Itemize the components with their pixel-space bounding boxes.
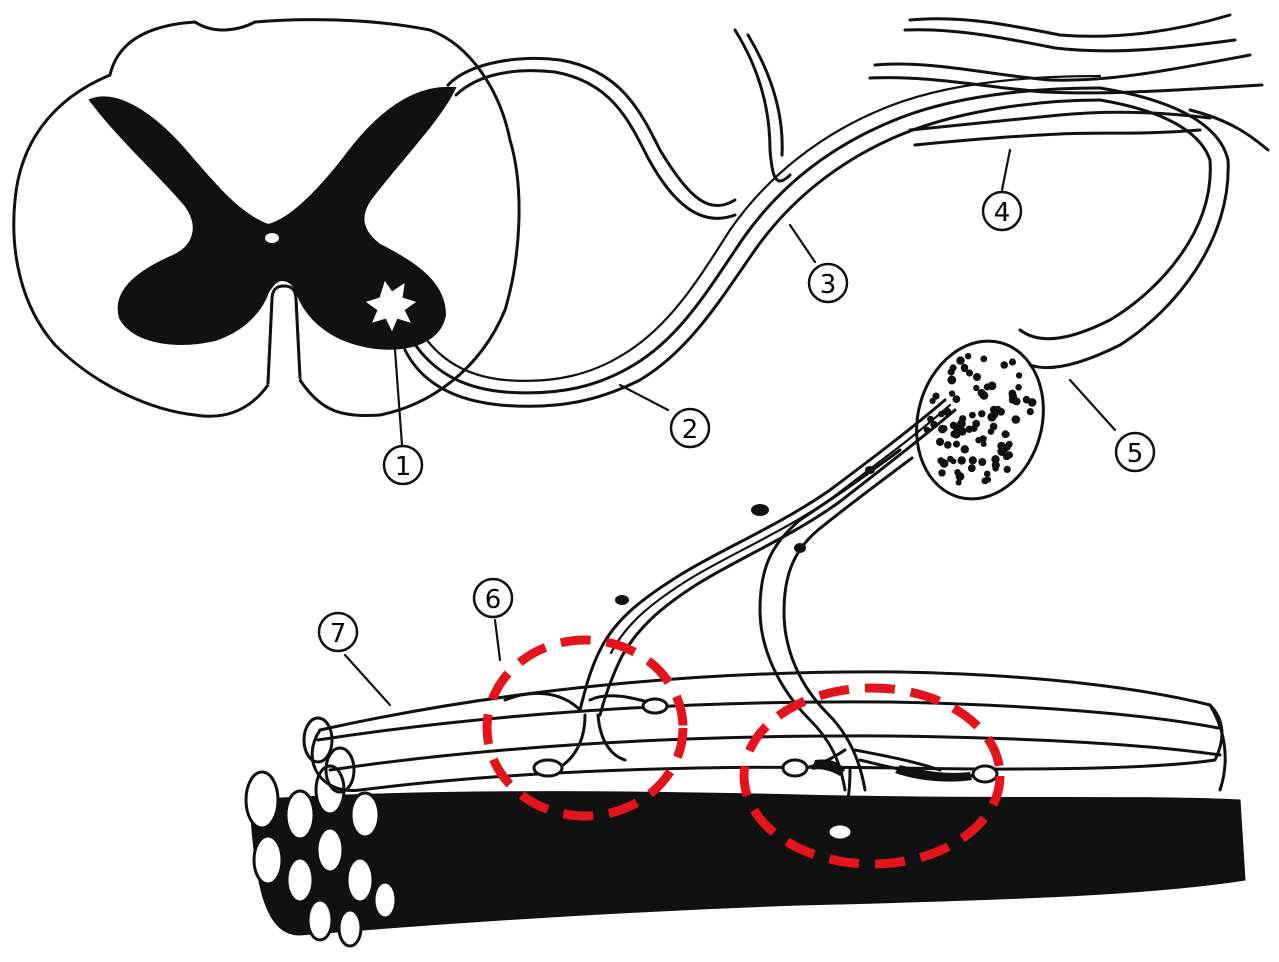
fiber-dot bbox=[1012, 415, 1021, 424]
fiber-dot bbox=[1009, 396, 1017, 404]
label-7: 7 bbox=[319, 613, 357, 651]
fiber-dot bbox=[930, 398, 936, 404]
fiber-dot bbox=[958, 456, 966, 464]
fiber-dot bbox=[982, 477, 989, 484]
fiber-dot bbox=[1023, 396, 1031, 404]
fiber-dot bbox=[1027, 408, 1034, 415]
fiber-dot bbox=[961, 445, 969, 453]
label-3-text: 3 bbox=[820, 270, 837, 300]
fiber-dot bbox=[966, 369, 973, 376]
central-canal bbox=[265, 233, 279, 243]
fiber-dot bbox=[959, 415, 966, 422]
fiber-dot bbox=[978, 410, 985, 417]
fiber-dot bbox=[956, 356, 964, 364]
fiber-dot bbox=[958, 427, 966, 435]
fiber-dot bbox=[966, 426, 973, 433]
label-6: 6 bbox=[474, 579, 512, 617]
fiber-dot bbox=[992, 461, 1000, 469]
fiber-dot bbox=[956, 472, 965, 481]
fiber-dot bbox=[936, 438, 944, 446]
fiber-dot bbox=[997, 408, 1005, 416]
fiber-dot bbox=[973, 385, 979, 391]
fiber-dot bbox=[950, 364, 957, 371]
label-1-text: 1 bbox=[395, 452, 412, 482]
fiber-dot bbox=[975, 437, 981, 443]
fiber-dot bbox=[938, 469, 945, 476]
fiber-dot bbox=[953, 433, 959, 439]
fiber-dot bbox=[1015, 384, 1022, 391]
label-7-text: 7 bbox=[330, 619, 347, 649]
muscle-bundle-dark bbox=[250, 792, 1245, 935]
fiber-dot bbox=[950, 458, 956, 464]
label-2-text: 2 bbox=[682, 415, 699, 445]
fiber-dot bbox=[1016, 372, 1022, 378]
label-2: 2 bbox=[671, 409, 709, 447]
fiber-dot bbox=[1009, 358, 1016, 365]
fiber-dot bbox=[1004, 431, 1010, 437]
fiber-dot bbox=[965, 353, 971, 359]
fiber-dot bbox=[978, 458, 986, 466]
fiber-dot bbox=[941, 425, 948, 432]
nerve-bundle-cross-section bbox=[899, 327, 1060, 514]
label-1: 1 bbox=[384, 446, 422, 484]
fiber-dot bbox=[1000, 444, 1009, 453]
fiber-dot bbox=[1003, 453, 1010, 460]
fiber-dot bbox=[947, 376, 956, 385]
label-6-text: 6 bbox=[485, 585, 502, 615]
fiber-dot bbox=[940, 459, 949, 468]
fiber-dot bbox=[1000, 361, 1008, 369]
fiber-dot bbox=[953, 441, 960, 448]
fiber-dot bbox=[984, 471, 991, 478]
fiber-dot bbox=[968, 464, 976, 472]
fiber-dot bbox=[953, 395, 961, 403]
fiber-dot bbox=[980, 356, 987, 363]
fiber-dot bbox=[984, 384, 991, 391]
label-3: 3 bbox=[809, 264, 847, 302]
fiber-dots bbox=[924, 353, 1037, 486]
label-5: 5 bbox=[1116, 433, 1154, 471]
fiber-dot bbox=[988, 428, 995, 435]
fiber-dot bbox=[956, 480, 962, 486]
nerve-fibers bbox=[405, 15, 1268, 406]
fiber-dot bbox=[944, 441, 952, 449]
label-leaders bbox=[395, 225, 1115, 445]
fiber-dot bbox=[969, 456, 977, 464]
fiber-dot bbox=[969, 412, 976, 419]
label-4-text: 4 bbox=[994, 198, 1011, 228]
fiber-dot bbox=[980, 391, 989, 400]
label-4: 4 bbox=[983, 192, 1021, 230]
fiber-dot bbox=[973, 373, 981, 381]
label-5-text: 5 bbox=[1127, 439, 1144, 469]
fiber-dot bbox=[972, 420, 980, 428]
fiber-dot bbox=[1004, 466, 1011, 473]
